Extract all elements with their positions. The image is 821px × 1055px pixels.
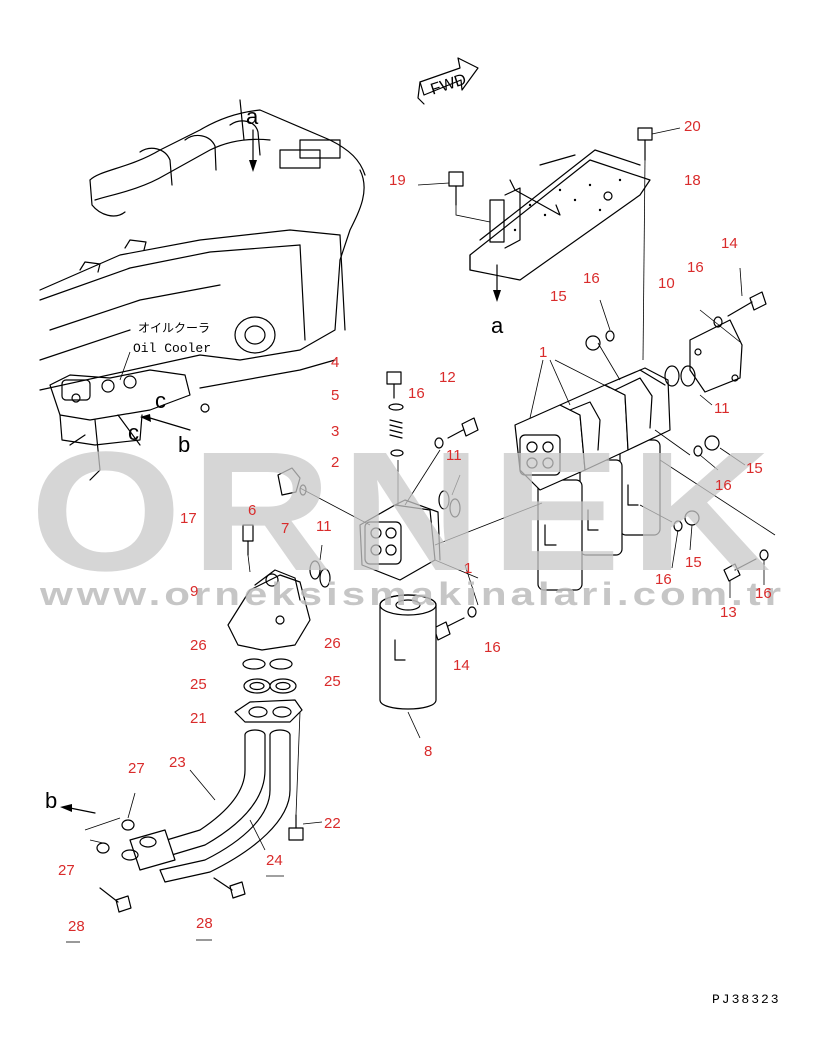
single-filter-head — [277, 371, 543, 641]
view-label-c2: c — [128, 420, 139, 445]
callout-10: 10 — [658, 275, 675, 292]
triple-filter-assembly — [514, 267, 776, 598]
callout-16: 16 — [583, 270, 600, 287]
callout-16: 16 — [484, 639, 501, 656]
bracket-assembly: a — [417, 127, 681, 361]
callout-15: 15 — [550, 288, 567, 305]
callout-12: 12 — [439, 369, 456, 386]
callout-13: 13 — [720, 604, 737, 621]
callout-6: 6 — [248, 502, 256, 519]
view-label-b-right: b — [178, 432, 190, 457]
fwd-label: FWD — [429, 71, 469, 98]
view-arrow-a-top: a — [246, 104, 259, 172]
callout-15: 15 — [746, 460, 763, 477]
oil-cooler-label-jp: オイルクーラ — [138, 321, 210, 335]
callout-11: 11 — [316, 518, 332, 535]
callout-2: 2 — [331, 454, 339, 471]
view-label-c1: c — [155, 388, 166, 413]
callout-9: 9 — [190, 583, 198, 600]
callout-23: 23 — [169, 754, 186, 771]
oil-cooler-annotation: オイルクーラ Oil Cooler c c b — [119, 321, 211, 457]
callout-7: 7 — [281, 520, 289, 537]
callout-14: 14 — [721, 235, 738, 252]
drawing-code: PJ38323 — [712, 992, 781, 1007]
callout-1: 1 — [464, 560, 472, 577]
callout-5: 5 — [331, 387, 339, 404]
callout-16: 16 — [687, 259, 704, 276]
watermark-url: www.orneksismakinalari.com.tr — [39, 576, 785, 612]
callout-16: 16 — [408, 385, 425, 402]
watermark-brand: ORNEK — [30, 417, 780, 607]
callout-19: 19 — [389, 172, 406, 189]
callout-16: 16 — [755, 585, 772, 602]
callout-16: 16 — [715, 477, 732, 494]
fwd-arrow: FWD — [417, 57, 479, 105]
callout-15: 15 — [685, 554, 702, 571]
oil-housing — [227, 524, 311, 816]
callout-27: 27 — [128, 760, 145, 777]
callout-26: 26 — [324, 635, 341, 652]
callout-11: 11 — [446, 447, 462, 464]
callout-21: 21 — [190, 710, 207, 727]
callout-4: 4 — [331, 354, 339, 371]
callout-27: 27 — [58, 862, 75, 879]
callout-17: 17 — [180, 510, 197, 527]
callout-28: 28 — [196, 915, 213, 932]
callout-3: 3 — [331, 423, 339, 440]
view-label-a-top: a — [246, 104, 259, 129]
callout-26: 26 — [190, 637, 207, 654]
callout-22: 22 — [324, 815, 341, 832]
view-label-a-bottom: a — [491, 313, 504, 338]
callout-24: 24 — [266, 852, 283, 869]
callout-25: 25 — [190, 676, 207, 693]
watermark: ORNEK www.orneksismakinalari.com.tr — [30, 417, 785, 612]
callout-1: 1 — [539, 344, 547, 361]
callout-18: 18 — [684, 172, 701, 189]
view-label-b-left: b — [45, 788, 57, 813]
engine-block — [39, 99, 366, 481]
oil-cooler-label-en: Oil Cooler — [133, 341, 211, 356]
callout-25: 25 — [324, 673, 341, 690]
callout-8: 8 — [424, 743, 432, 760]
callout-numbers: 1 1 2 3 4 5 6 7 8 9 10 11 11 11 12 13 14… — [58, 118, 772, 935]
filter-cartridge — [379, 594, 437, 739]
callout-14: 14 — [453, 657, 470, 674]
callout-16: 16 — [655, 571, 672, 588]
oil-tubes: b — [45, 729, 323, 943]
callout-20: 20 — [684, 118, 701, 135]
callout-11: 11 — [714, 400, 730, 417]
callout-28: 28 — [68, 918, 85, 935]
